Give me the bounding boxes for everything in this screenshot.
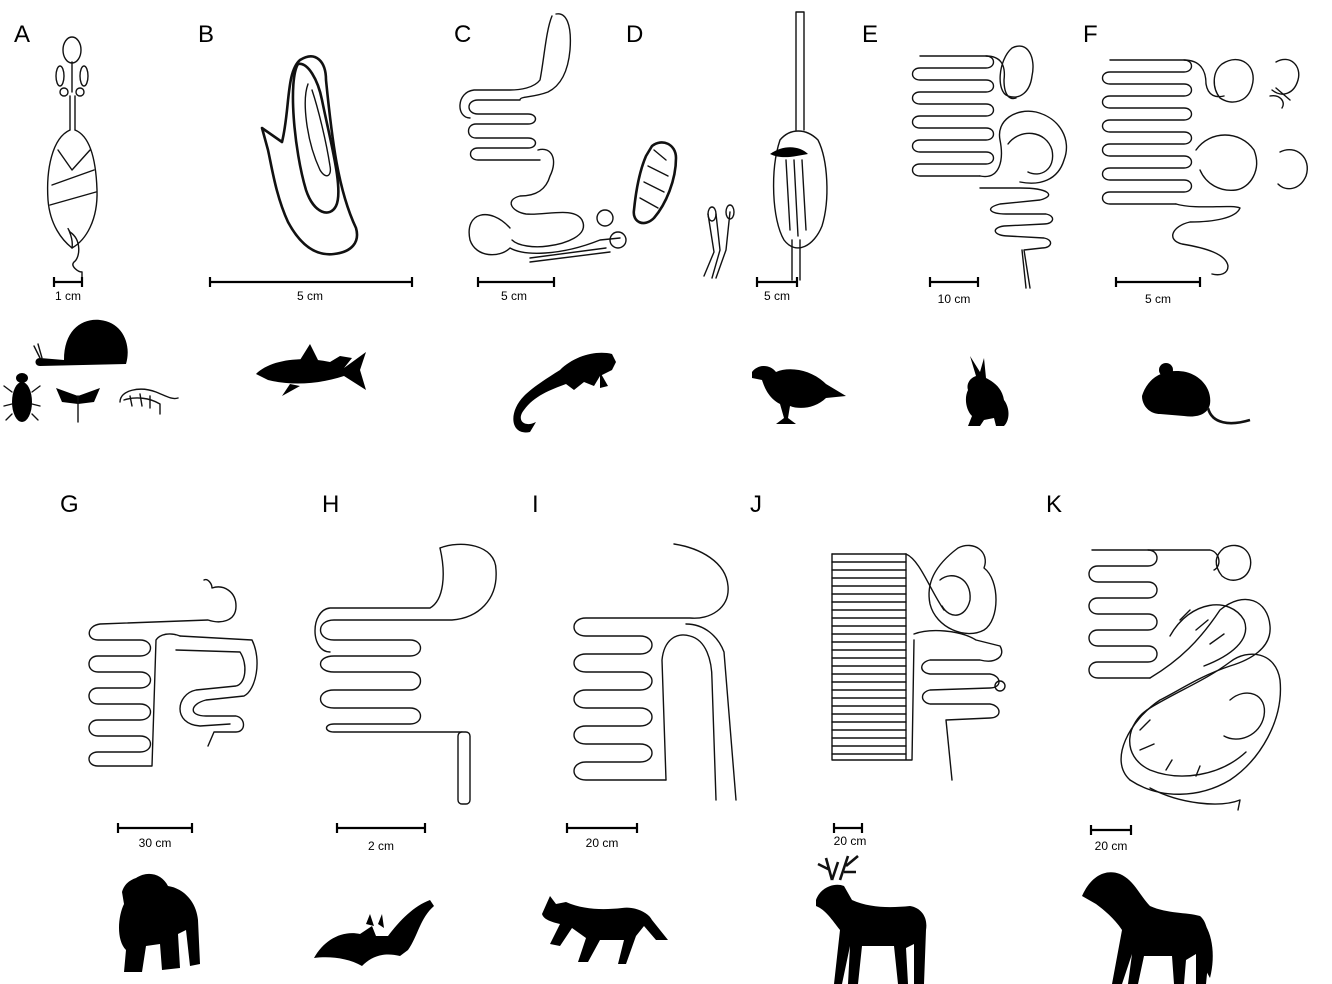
- fish-icon: [256, 344, 366, 396]
- gut-diagram-j: [832, 545, 1005, 780]
- gut-diagram-k: [1089, 545, 1280, 810]
- scale-label-j: 20 cm: [834, 834, 867, 848]
- gut-diagram-a: [48, 37, 97, 278]
- gut-diagram-g: [89, 580, 257, 766]
- panel-letter-j: J: [750, 491, 762, 518]
- gut-diagram-h: [315, 544, 496, 804]
- panel-letter-c: C: [454, 21, 471, 48]
- scale-label-b: 5 cm: [297, 289, 323, 303]
- bat-icon: [314, 900, 434, 966]
- gut-diagram-c: [460, 14, 626, 262]
- horse-icon: [1082, 872, 1213, 984]
- panel-letter-e: E: [862, 21, 878, 48]
- beetle-icon: [4, 373, 40, 422]
- scale-label-d: 5 cm: [764, 289, 790, 303]
- gut-diagram-b: [262, 56, 357, 254]
- hare-icon: [966, 356, 1009, 426]
- panel-letter-i: I: [532, 491, 539, 518]
- scale-label-g: 30 cm: [139, 836, 172, 850]
- gut-diagram-i: [574, 544, 736, 800]
- panel-letter-f: F: [1083, 21, 1098, 48]
- gut-diagram-f: [1103, 59, 1308, 274]
- fox-icon: [542, 896, 668, 964]
- panel-letter-h: H: [322, 491, 339, 518]
- gut-diagram-d: [634, 12, 827, 280]
- panel-letter-g: G: [60, 491, 79, 518]
- panel-letter-a: A: [14, 21, 30, 48]
- mouse-icon: [1142, 363, 1250, 423]
- scale-label-e: 10 cm: [938, 292, 971, 306]
- panel-letter-k: K: [1046, 491, 1062, 518]
- deer-icon: [816, 856, 926, 984]
- moth-icon: [56, 388, 100, 422]
- chimpanzee-icon: [119, 874, 200, 972]
- snail-icon: [34, 320, 128, 366]
- panel-letter-d: D: [626, 21, 643, 48]
- scale-label-k: 20 cm: [1095, 839, 1128, 853]
- shrimp-icon: [120, 389, 178, 414]
- scale-label-f: 5 cm: [1145, 292, 1171, 306]
- scale-label-i: 20 cm: [586, 836, 619, 850]
- bird-icon: [752, 366, 846, 424]
- iguana-icon: [513, 353, 616, 433]
- scale-label-h: 2 cm: [368, 839, 394, 853]
- panel-letter-b: B: [198, 21, 214, 48]
- gut-diagram-e: [913, 46, 1067, 288]
- scale-label-a: 1 cm: [55, 289, 81, 303]
- scale-label-c: 5 cm: [501, 289, 527, 303]
